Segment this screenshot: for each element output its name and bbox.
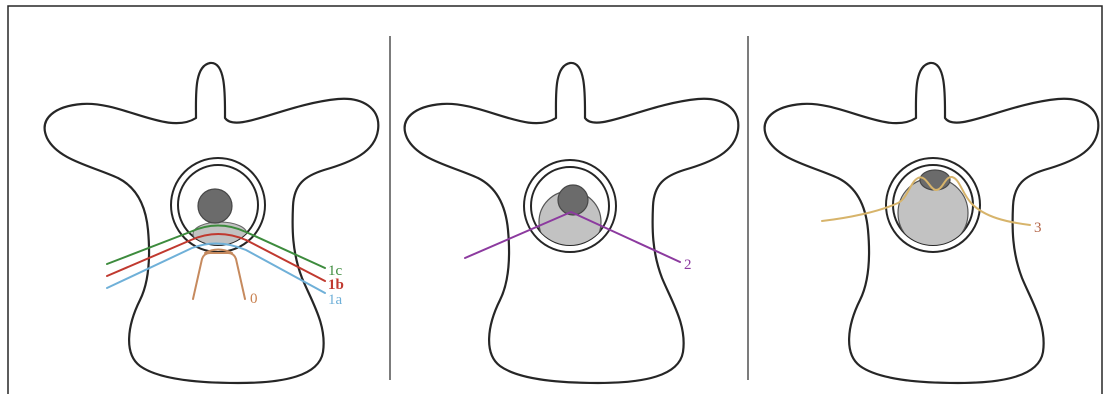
panel-1: 1c 1b 1a 0 <box>45 63 379 383</box>
label-2: 2 <box>684 257 692 273</box>
label-1a: 1a <box>328 292 343 308</box>
spinal-cord <box>198 189 232 223</box>
panel-2: 2 <box>405 63 739 383</box>
label-3: 3 <box>1034 220 1042 236</box>
spinal-cord <box>558 185 588 215</box>
panel-3: 3 <box>765 63 1099 383</box>
label-1b: 1b <box>328 277 344 293</box>
label-0: 0 <box>250 291 258 307</box>
